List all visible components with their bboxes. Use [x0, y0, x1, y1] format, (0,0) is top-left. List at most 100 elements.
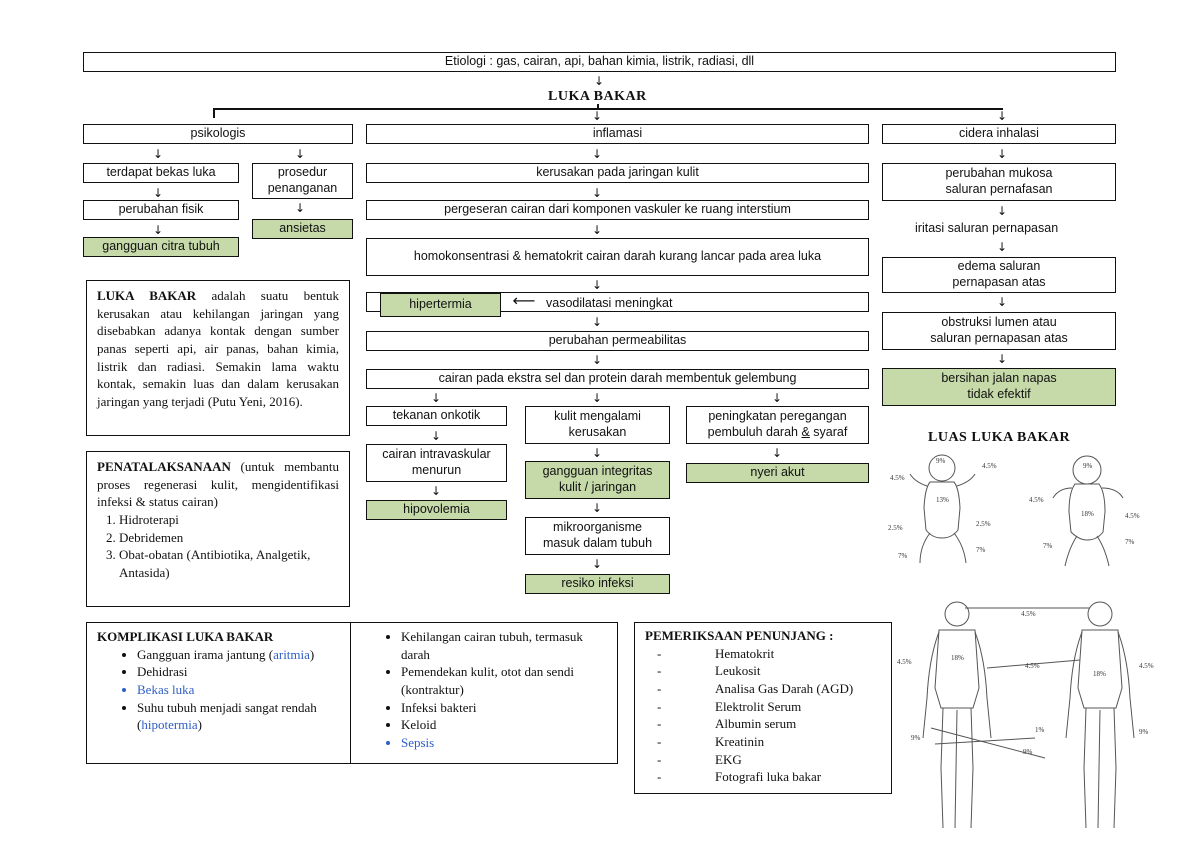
arrow-icon: ↓: [152, 223, 164, 237]
infant-back-head: 9%: [1083, 462, 1093, 470]
komplikasi-link-hipotermia[interactable]: hipotermia: [141, 717, 198, 733]
arrow-icon: ↓: [996, 204, 1008, 218]
list-item: Dehidrasi: [137, 663, 340, 681]
pemeriksaan-item: Albumin serum: [715, 716, 797, 732]
resiko-infeksi-label: resiko infeksi: [561, 576, 634, 591]
list-item[interactable]: Bekas luka: [137, 681, 340, 699]
infant-front-thigh-l: 2.5%: [888, 524, 903, 532]
intravaskular-box: cairan intravaskular menurun: [366, 444, 507, 482]
arrow-icon: ↓: [591, 557, 603, 571]
arrow-icon: ↓: [996, 147, 1008, 161]
iritasi-label: iritasi saluran pernapasan: [915, 221, 1059, 235]
mikro-label-1: mikroorganisme: [553, 520, 642, 535]
adult-leg-l: 9%: [911, 734, 921, 742]
arrow-icon: ↓: [430, 391, 442, 405]
branch-psikologis-label: psikologis: [190, 126, 246, 141]
peregangan-amp: &: [801, 425, 810, 439]
kulit-rusak-label-2: kerusakan: [568, 425, 627, 439]
infant-back-leg-r: 7%: [1125, 538, 1135, 546]
kerusakan-box: kerusakan pada jaringan kulit: [366, 163, 869, 183]
pergeseran-box: pergeseran cairan dari komponen vaskuler…: [366, 200, 869, 220]
list-item: Kreatinin: [657, 733, 881, 751]
permeabilitas-label: perubahan permeabilitas: [548, 333, 687, 348]
adult-arm-m: 4.5%: [1025, 662, 1040, 670]
branch-inhalasi-label: cidera inhalasi: [959, 126, 1039, 141]
arrow-icon: ↓: [591, 501, 603, 515]
infant-front-head: 9%: [936, 457, 946, 465]
arrow-icon: ↓: [152, 147, 164, 161]
pemeriksaan-title: PEMERIKSAAN PENUNJANG :: [645, 628, 834, 643]
pemeriksaan-item: Elektrolit Serum: [715, 698, 802, 714]
arrow-icon: ↓: [996, 295, 1008, 309]
gelembung-label: cairan pada ekstra sel dan protein darah…: [438, 371, 797, 386]
pemeriksaan-item: Kreatinin: [715, 734, 765, 750]
pemeriksaan-item: Leukosit: [715, 663, 761, 679]
komplikasi-right: Kehilangan cairan tubuh, termasuk darah …: [351, 623, 617, 763]
arrow-icon: ↓: [430, 484, 442, 498]
arrow-icon: ↓: [593, 74, 605, 88]
hipertermia-box: hipertermia: [380, 293, 501, 317]
bersihan-label-2: tidak efektif: [967, 387, 1031, 401]
mukosa-label-2: saluran pernafasan: [945, 182, 1053, 196]
body-diagram-infant-front: 9% 4.5% 4.5% 13% 2.5% 2.5% 7% 7%: [888, 454, 997, 564]
infant-front-leg-r: 7%: [976, 546, 986, 554]
citra-tubuh-box: gangguan citra tubuh: [83, 237, 239, 257]
hipertermia-label: hipertermia: [409, 297, 472, 312]
intravaskular-label-2: menurun: [411, 463, 462, 477]
list-item: Obat-obatan (Antibiotika, Analgetik, Ant…: [119, 546, 339, 581]
branch-inflamasi-label: inflamasi: [592, 126, 643, 141]
arrow-icon: ↓: [152, 186, 164, 200]
integritas-label-1: gangguan integritas: [542, 464, 653, 479]
list-item: Keloid: [401, 716, 607, 734]
peregangan-line-2: pembuluh darah & syaraf: [708, 425, 848, 441]
bekas-luka-box: terdapat bekas luka: [83, 163, 239, 183]
list-item: Pemendekan kulit, otot dan sendi (kontra…: [401, 663, 607, 698]
pemeriksaan-item: Hematokrit: [715, 645, 775, 661]
nyeri-box: nyeri akut: [686, 463, 869, 483]
onkotik-label: tekanan onkotik: [392, 408, 481, 423]
kerusakan-label: kerusakan pada jaringan kulit: [536, 165, 699, 180]
komplikasi-list-right: Kehilangan cairan tubuh, termasuk darah …: [361, 628, 607, 752]
arrow-icon: ↓: [430, 429, 442, 443]
list-item: Infeksi bakteri: [401, 699, 607, 717]
branch-inflamasi: inflamasi: [366, 124, 869, 144]
list-item[interactable]: Sepsis: [401, 734, 607, 752]
komplikasi-link-aritmia[interactable]: aritmia: [273, 646, 310, 662]
ansietas-box: ansietas: [252, 219, 353, 239]
adult-head: 4.5%: [1021, 610, 1036, 618]
integritas-label-2: kulit / jaringan: [558, 480, 637, 494]
list-item: Debridemen: [119, 529, 339, 547]
mikro-box: mikroorganisme masuk dalam tubuh: [525, 517, 670, 555]
peregangan-box: peningkatan peregangan pembuluh darah & …: [686, 406, 869, 444]
arrow-icon: ↓: [996, 352, 1008, 366]
pemeriksaan-item: EKG: [715, 751, 742, 767]
penatalaksanaan-intro: (untuk membantu proses regenerasi kulit,…: [97, 459, 339, 510]
infant-back-trunk: 18%: [1081, 510, 1094, 518]
arrow-left-icon: ⟵: [512, 291, 536, 310]
arrow-icon: ↓: [771, 446, 783, 460]
ansietas-label: ansietas: [279, 221, 326, 236]
citra-tubuh-label: gangguan citra tubuh: [102, 239, 220, 254]
edema-box: edema saluran pernapasan atas: [882, 257, 1116, 293]
nyeri-label: nyeri akut: [750, 465, 805, 480]
bekas-luka-label: terdapat bekas luka: [106, 165, 216, 180]
infant-front-thigh-r: 2.5%: [976, 520, 991, 528]
list-item: EKG: [657, 751, 881, 769]
branch-psikologis: psikologis: [83, 124, 353, 144]
definition-term: LUKA BAKAR: [97, 288, 197, 303]
komplikasi-list-left: Gangguan irama jantung (aritmia) Dehidra…: [97, 646, 340, 734]
branch-stem: [597, 104, 599, 109]
permeabilitas-box: perubahan permeabilitas: [366, 331, 869, 351]
infant-back-leg-l: 7%: [1043, 542, 1053, 550]
list-item: Analisa Gas Darah (AGD): [657, 680, 881, 698]
komplikasi-left: KOMPLIKASI LUKA BAKAR Gangguan irama jan…: [87, 623, 351, 763]
adult-trunk-front: 18%: [951, 654, 964, 662]
list-item: Kehilangan cairan tubuh, termasuk darah: [401, 628, 607, 663]
infant-front-trunk: 13%: [936, 496, 949, 504]
arrow-icon: ↓: [591, 353, 603, 367]
arrow-icon: ↓: [591, 109, 603, 123]
kulit-rusak-label-1: kulit mengalami: [554, 409, 641, 424]
peregangan-label-1: peningkatan peregangan: [708, 409, 847, 424]
kulit-rusak-box: kulit mengalami kerusakan: [525, 406, 670, 444]
adult-leg-m: 9%: [1023, 748, 1033, 756]
